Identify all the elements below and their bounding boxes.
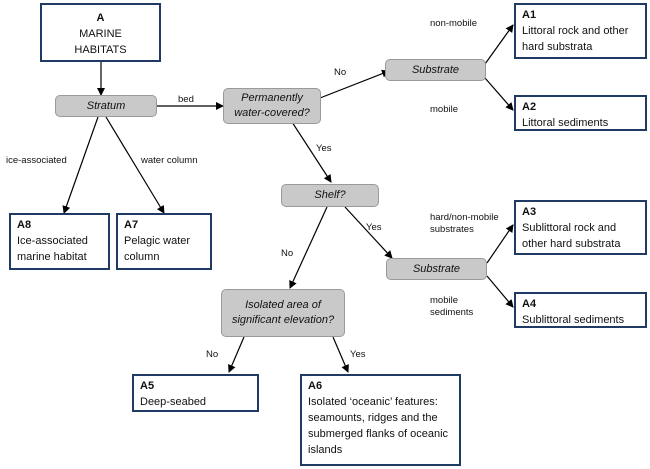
habitat-box-a5: A5 Deep-seabed (132, 374, 259, 412)
habitat-label: Ice-associated marine habitat (17, 235, 88, 263)
edge-label-no: No (281, 248, 294, 259)
habitat-code: A3 (522, 206, 537, 218)
edge-label-no: No (334, 67, 347, 78)
habitat-code: A2 (522, 101, 537, 113)
habitat-box-a1: A1 Littoral rock and other hard substrat… (514, 3, 647, 59)
edge-label-non-mobile: non-mobile (430, 18, 477, 29)
edge-substrate-bottom-to-a3 (486, 224, 514, 264)
habitat-label: Isolated ‘oceanic’ features: seamounts, … (308, 396, 449, 456)
edge-isolated-to-a6 (332, 336, 349, 373)
edge-stratum-to-a8 (62, 116, 99, 214)
habitat-label: Pelagic water column (124, 235, 191, 263)
habitat-box-a: A MARINE HABITATS (40, 3, 161, 62)
habitat-label: Littoral rock and other hard substrata (522, 25, 629, 53)
edge-label-no: No (206, 349, 219, 360)
habitat-box-a6: A6 Isolated ‘oceanic’ features: seamount… (300, 374, 461, 466)
edge-shelf-to-substrate-bottom (344, 206, 393, 259)
habitat-code: A7 (124, 219, 139, 231)
habitat-box-a3: A3 Sublittoral rock and other hard subst… (514, 200, 647, 255)
edge-label-water-column: water column (141, 155, 198, 166)
habitat-label: Sublittoral sediments (522, 314, 625, 326)
edge-label-bed: bed (178, 94, 194, 105)
edge-label-yes: Yes (316, 143, 332, 154)
habitat-code: A6 (308, 380, 323, 392)
edge-label-hard-non-mobile-substrates: hard/non-mobile substrates (430, 212, 499, 235)
decision-isolated-area: Isolated area of significant elevation? (221, 289, 345, 337)
habitat-label: Littoral sediments (522, 117, 609, 129)
habitat-label: Sublittoral rock and other hard substrat… (522, 222, 621, 250)
edge-shelf-to-isolated (289, 206, 328, 289)
decision-stratum: Stratum (55, 95, 157, 117)
edge-substrate-top-to-a2 (484, 77, 514, 111)
edge-label-yes: Yes (366, 222, 382, 233)
habitat-label: Deep-seabed (140, 396, 207, 408)
edge-substrate-bottom-to-a4 (486, 275, 514, 308)
edge-isolated-to-a5 (228, 336, 245, 373)
habitat-code: A (96, 12, 105, 24)
edge-permanent-to-substrate-top (319, 69, 390, 99)
habitat-code: A8 (17, 219, 32, 231)
habitat-code: A1 (522, 9, 537, 21)
decision-substrate-top: Substrate (385, 59, 486, 81)
edge-label-ice-associated: ice-associated (6, 155, 67, 166)
habitat-box-a7: A7 Pelagic water column (116, 213, 212, 270)
habitat-box-a4: A4 Sublittoral sediments (514, 292, 647, 328)
edge-stratum-to-a7 (105, 116, 165, 214)
edge-label-mobile: mobile (430, 104, 458, 115)
edge-substrate-top-to-a1 (484, 24, 514, 65)
habitat-box-a2: A2 Littoral sediments (514, 95, 647, 131)
decision-shelf: Shelf? (281, 184, 379, 207)
decision-substrate-bottom: Substrate (386, 258, 487, 280)
edge-label-mobile-sediments: mobile sediments (430, 295, 474, 318)
edge-label-yes: Yes (350, 349, 366, 360)
habitat-code: A4 (522, 298, 537, 310)
habitat-label: MARINE HABITATS (74, 28, 127, 56)
habitat-code: A5 (140, 380, 155, 392)
edge-permanent-to-shelf (291, 121, 332, 183)
decision-permanently-water-covered: Permanently water-covered? (223, 88, 321, 124)
habitat-box-a8: A8 Ice-associated marine habitat (9, 213, 110, 270)
